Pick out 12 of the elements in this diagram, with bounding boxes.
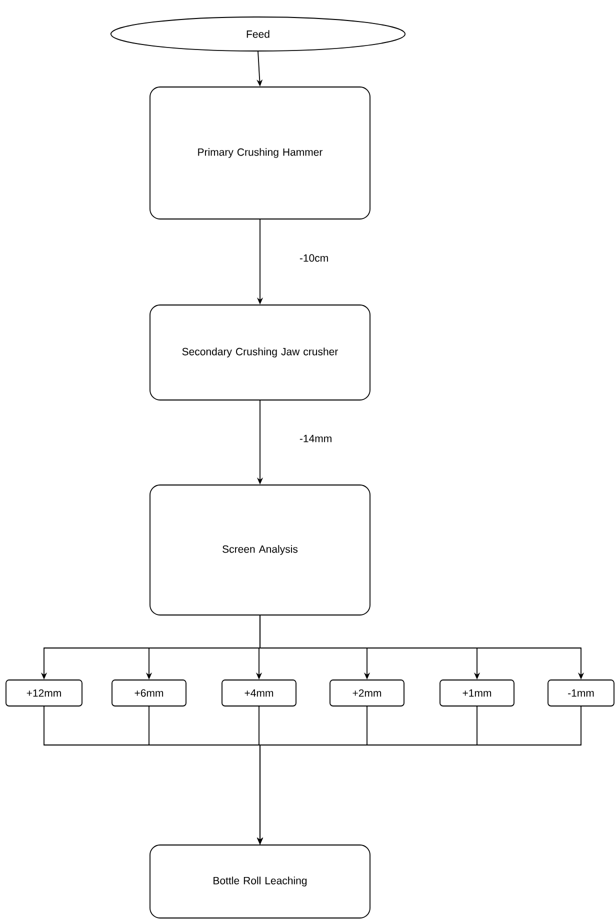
process-box: Bottle Roll Leaching bbox=[150, 844, 370, 918]
size-fraction-box: -1mm bbox=[548, 680, 614, 706]
size-fraction-box: +12mm bbox=[6, 680, 82, 706]
process-box: Screen Analysis bbox=[150, 484, 370, 616]
process-box: Secondary Crushing Jaw crusher bbox=[150, 304, 370, 400]
process-box: Primary Crushing Hammer bbox=[150, 86, 370, 220]
size-fraction-box: +1mm bbox=[440, 680, 514, 706]
size-fraction-box: +6mm bbox=[112, 680, 186, 706]
edge-label: -14mm bbox=[300, 434, 332, 442]
size-fraction-box: +4mm bbox=[222, 680, 296, 706]
edge-label: -10cm bbox=[300, 254, 328, 262]
size-fraction-box: +2mm bbox=[330, 680, 404, 706]
